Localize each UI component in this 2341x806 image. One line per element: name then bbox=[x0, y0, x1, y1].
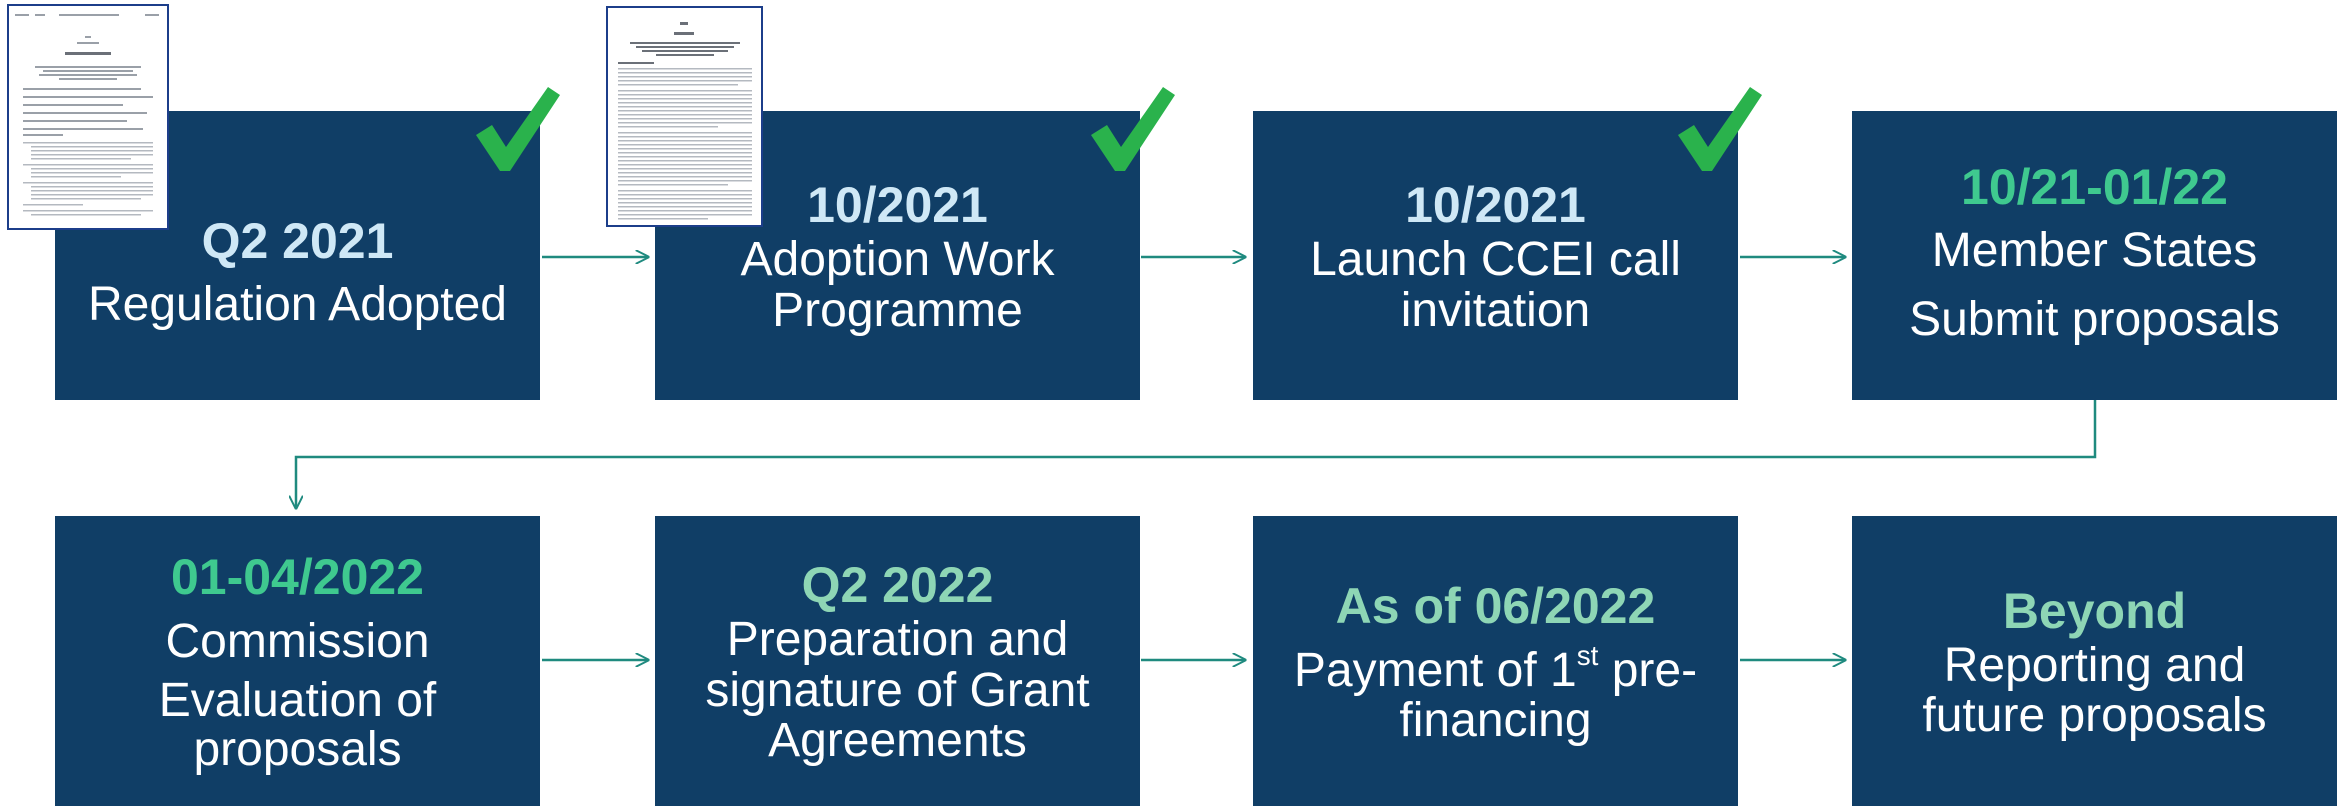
step-8-line-2: future proposals bbox=[1922, 689, 2267, 742]
step-4-line-2: Submit proposals bbox=[1909, 292, 2280, 346]
step-2-text: Adoption Work Programme bbox=[740, 233, 1055, 337]
step-7-box: As of 06/2022 Payment of 1st pre- financ… bbox=[1253, 516, 1738, 806]
work-programme-page-icon bbox=[618, 22, 752, 220]
step-5-box: 01-04/2022 Commission Evaluation of prop… bbox=[55, 516, 540, 806]
step-1-box: Q2 2021 Regulation Adopted bbox=[55, 111, 540, 400]
step-7-line-1: Payment of 1st pre- bbox=[1293, 641, 1698, 697]
document-thumbnail-icon bbox=[606, 6, 763, 227]
step-3-box: 10/2021 Launch CCEI call invitation bbox=[1253, 111, 1738, 400]
step-7-text: Payment of 1st pre- financing bbox=[1293, 641, 1698, 747]
step-5-line-2: Evaluation of bbox=[158, 673, 437, 727]
step-6-text: Preparation and signature of Grant Agree… bbox=[705, 613, 1090, 768]
step-5-line-3: proposals bbox=[193, 722, 402, 776]
step-4-text: Member States Submit proposals bbox=[1909, 217, 2280, 353]
step-7-line-1-sup: st bbox=[1576, 639, 1599, 671]
check-mark-icon bbox=[1678, 87, 1762, 171]
step-8-line-1: Reporting and bbox=[1943, 638, 2246, 692]
step-8-box: Beyond Reporting and future proposals bbox=[1852, 516, 2337, 806]
step-3-line-1: Launch CCEI call bbox=[1310, 233, 1681, 287]
step-7-line-1-pre: Payment of 1 bbox=[1293, 643, 1577, 697]
step-5-line-1: Commission bbox=[165, 615, 430, 668]
document-thumbnail-icon bbox=[7, 4, 169, 230]
step-6-line-3: Agreements bbox=[768, 714, 1027, 768]
step-3-line-2: invitation bbox=[1400, 283, 1591, 337]
step-7-line-2: financing bbox=[1399, 694, 1592, 747]
step-7-line-1-post: pre- bbox=[1598, 643, 1698, 697]
step-6-line-2: signature of Grant bbox=[705, 663, 1090, 717]
step-7-date: As of 06/2022 bbox=[1335, 577, 1656, 634]
step-3-date: 10/2021 bbox=[1405, 177, 1586, 234]
regulation-page-icon bbox=[15, 14, 159, 216]
step-6-line-1: Preparation and bbox=[726, 613, 1069, 667]
step-6-box: Q2 2022 Preparation and signature of Gra… bbox=[655, 516, 1140, 806]
step-4-date: 10/21-01/22 bbox=[1961, 159, 2228, 216]
arrow-4-5 bbox=[296, 400, 2097, 508]
step-2-line-1: Adoption Work bbox=[740, 233, 1055, 287]
step-4-line-1: Member States bbox=[1931, 224, 2258, 278]
step-4-box: 10/21-01/22 Member States Submit proposa… bbox=[1852, 111, 2337, 400]
step-8-date: Beyond bbox=[2002, 582, 2187, 639]
step-3-text: Launch CCEI call invitation bbox=[1310, 233, 1681, 337]
step-2-line-2: Programme bbox=[772, 283, 1023, 337]
step-1-text: Regulation Adopted bbox=[88, 271, 507, 339]
step-1-date: Q2 2021 bbox=[201, 213, 394, 270]
check-mark-icon bbox=[1091, 87, 1175, 171]
step-1-line-1: Regulation Adopted bbox=[87, 278, 507, 332]
step-6-date: Q2 2022 bbox=[801, 557, 994, 614]
step-5-text: Commission Evaluation of proposals bbox=[159, 607, 437, 775]
step-5-date: 01-04/2022 bbox=[170, 549, 424, 605]
step-8-text: Reporting and future proposals bbox=[1922, 638, 2267, 742]
step-2-date: 10/2021 bbox=[807, 177, 988, 234]
check-mark-icon bbox=[476, 87, 560, 171]
